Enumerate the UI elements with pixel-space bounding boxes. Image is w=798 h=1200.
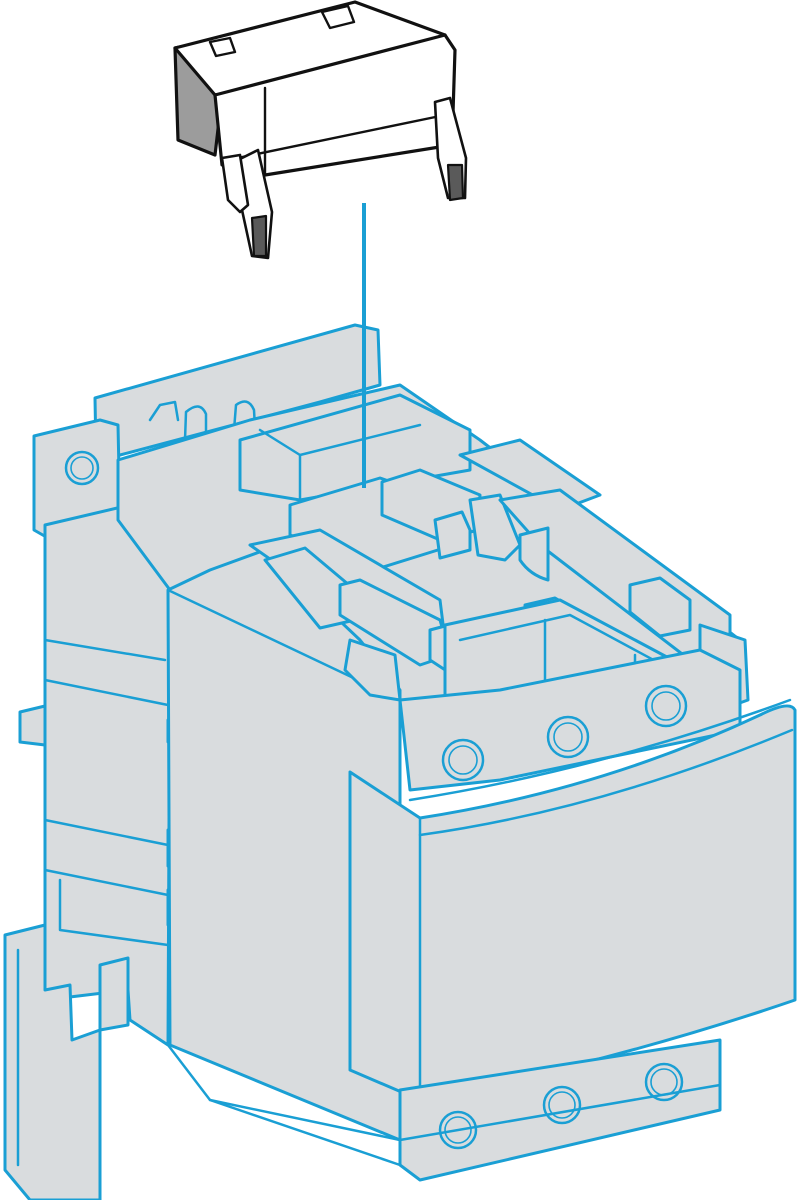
contactor-icon bbox=[3, 323, 797, 1200]
suppressor-module-icon bbox=[173, 0, 468, 260]
din-rail-foot bbox=[3, 923, 102, 1200]
